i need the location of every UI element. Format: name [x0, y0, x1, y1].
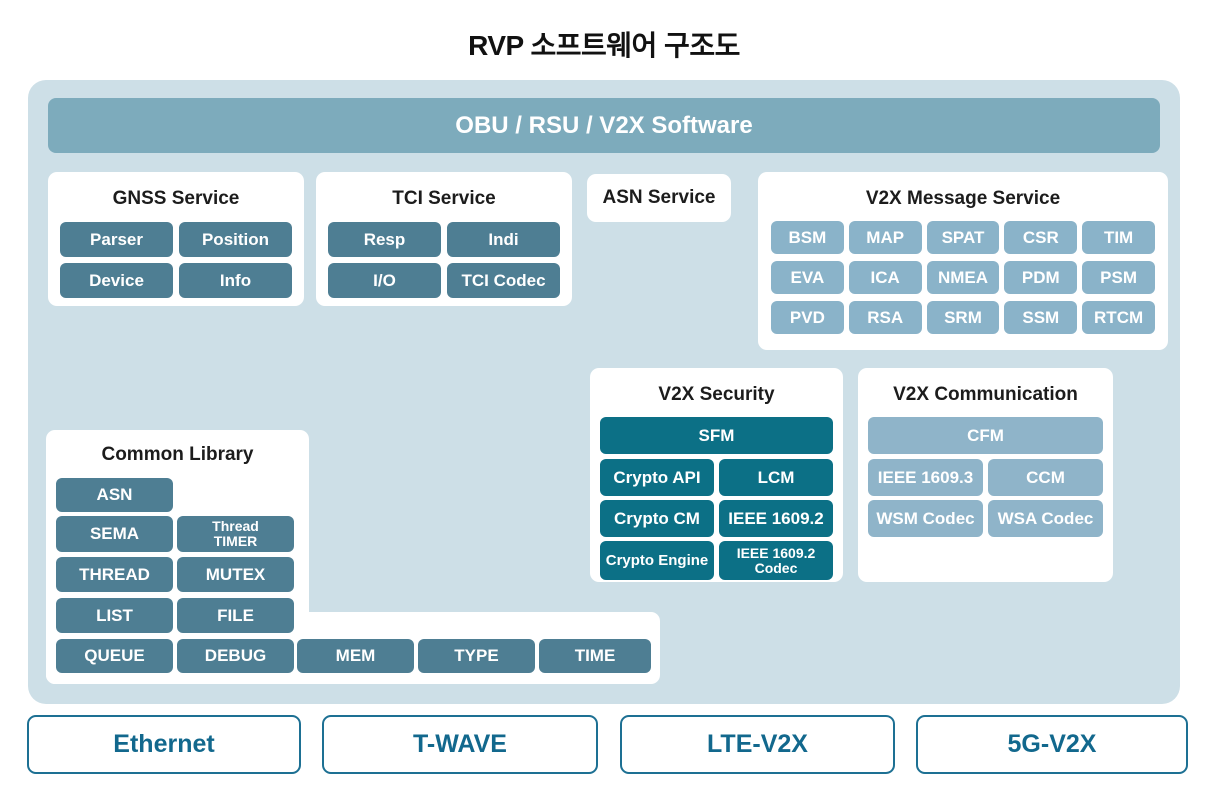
module-pvd: PVD — [771, 301, 844, 334]
module-tci-codec: TCI Codec — [447, 263, 560, 298]
module-ieee-1609-2-codec: IEEE 1609.2 Codec — [719, 541, 833, 580]
gnss-module-grid: Parser Position Device Info — [60, 222, 292, 298]
module-debug: DEBUG — [177, 639, 294, 673]
module-eva: EVA — [771, 261, 844, 294]
tci-service-title: TCI Service — [392, 188, 496, 209]
module-spat: SPAT — [926, 221, 1000, 254]
asn-service-title: ASN Service — [602, 187, 716, 208]
module-thread-timer: Thread TIMER — [177, 516, 294, 552]
module-crypto-api: Crypto API — [600, 459, 714, 496]
tci-service-card: TCI Service Resp Indi I/O TCI Codec — [316, 172, 572, 306]
interface-lte-v2x: LTE-V2X — [620, 715, 895, 774]
common-library-title: Common Library — [101, 444, 254, 465]
module-ccm: CCM — [988, 459, 1103, 496]
module-lcm: LCM — [719, 459, 833, 496]
module-queue: QUEUE — [56, 639, 173, 673]
module-time: TIME — [539, 639, 651, 673]
module-ieee-1609-3: IEEE 1609.3 — [868, 459, 983, 496]
module-sfm: SFM — [600, 417, 833, 454]
gnss-service-card: GNSS Service Parser Position Device Info — [48, 172, 304, 306]
module-device: Device — [60, 263, 173, 298]
module-tim: TIM — [1082, 221, 1155, 254]
module-info: Info — [179, 263, 292, 298]
module-pdm: PDM — [1004, 261, 1078, 294]
module-thread: THREAD — [56, 557, 173, 592]
module-ica: ICA — [848, 261, 922, 294]
module-indi: Indi — [447, 222, 560, 257]
interface-5g-v2x: 5G-V2X — [916, 715, 1188, 774]
page-title: RVP 소프트웨어 구조도 — [468, 30, 740, 61]
software-header-label: OBU / RSU / V2X Software — [455, 111, 753, 139]
interface-t-wave: T-WAVE — [322, 715, 598, 774]
module-file: FILE — [177, 598, 294, 633]
module-list: LIST — [56, 598, 173, 633]
v2x-communication-grid: IEEE 1609.3 CCM WSM Codec WSA Codec — [868, 459, 1103, 537]
v2x-security-grid: Crypto API LCM Crypto CM IEEE 1609.2 Cry… — [600, 459, 833, 580]
module-mem: MEM — [297, 639, 414, 673]
module-parser: Parser — [60, 222, 173, 257]
module-sema: SEMA — [56, 516, 173, 552]
module-ssm: SSM — [1004, 301, 1078, 334]
module-ieee-1609-2: IEEE 1609.2 — [719, 500, 833, 537]
module-crypto-cm: Crypto CM — [600, 500, 714, 537]
tci-module-grid: Resp Indi I/O TCI Codec — [328, 222, 560, 298]
module-wsa-codec: WSA Codec — [988, 500, 1103, 537]
v2x-message-grid: BSM MAP SPAT CSR TIM EVA ICA NMEA PDM PS… — [771, 221, 1155, 334]
module-crypto-engine: Crypto Engine — [600, 541, 714, 580]
module-bsm: BSM — [771, 221, 844, 254]
module-srm: SRM — [926, 301, 1000, 334]
v2x-message-service-card: V2X Message Service BSM MAP SPAT CSR TIM… — [758, 172, 1168, 350]
software-header-bar: OBU / RSU / V2X Software — [48, 98, 1160, 153]
module-wsm-codec: WSM Codec — [868, 500, 983, 537]
v2x-security-title: V2X Security — [658, 384, 775, 405]
v2x-message-service-title: V2X Message Service — [865, 188, 1061, 209]
module-rtcm: RTCM — [1082, 301, 1155, 334]
module-asn: ASN — [56, 478, 173, 512]
module-cfm: CFM — [868, 417, 1103, 454]
v2x-communication-card: V2X Communication CFM IEEE 1609.3 CCM WS… — [858, 368, 1113, 582]
module-csr: CSR — [1004, 221, 1078, 254]
module-nmea: NMEA — [926, 261, 1000, 294]
module-position: Position — [179, 222, 292, 257]
module-io: I/O — [328, 263, 441, 298]
module-resp: Resp — [328, 222, 441, 257]
module-psm: PSM — [1082, 261, 1155, 294]
module-mutex: MUTEX — [177, 557, 294, 592]
gnss-service-title: GNSS Service — [112, 188, 240, 209]
module-type: TYPE — [418, 639, 535, 673]
module-map: MAP — [848, 221, 922, 254]
asn-service-card: ASN Service — [587, 174, 731, 222]
v2x-security-card: V2X Security SFM Crypto API LCM Crypto C… — [590, 368, 843, 582]
interface-ethernet: Ethernet — [27, 715, 301, 774]
v2x-communication-title: V2X Communication — [893, 384, 1078, 405]
module-rsa: RSA — [848, 301, 922, 334]
